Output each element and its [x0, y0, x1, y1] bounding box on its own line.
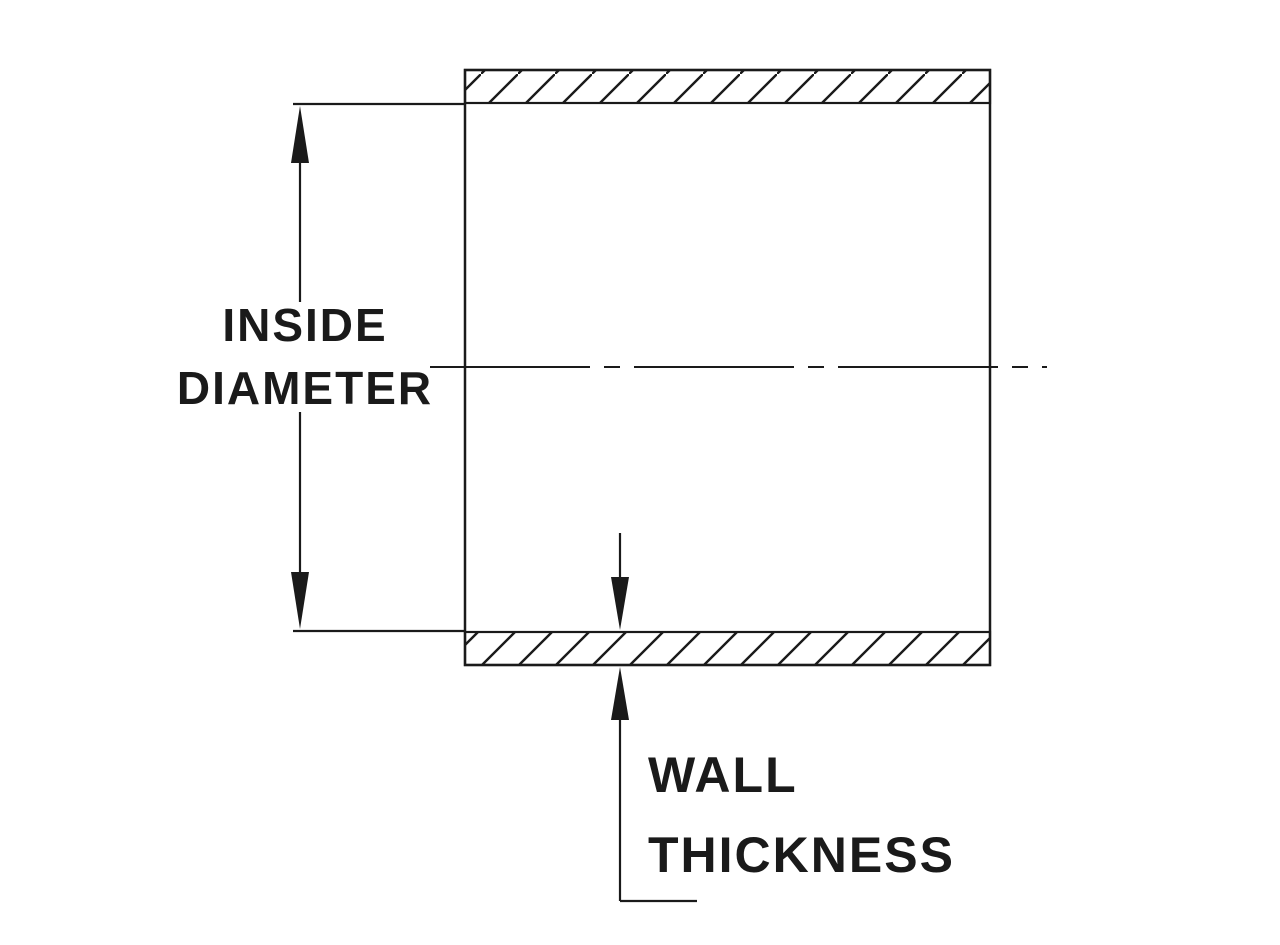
inside-diameter-dimension [291, 102, 465, 633]
arrowhead-down-icon [291, 572, 309, 629]
wall-thickness-label-line1: WALL [648, 747, 798, 803]
inside-diameter-label-line1: INSIDE [222, 299, 387, 351]
arrowhead-up-icon [291, 106, 309, 163]
arrowhead-up-icon [611, 667, 629, 720]
bottom-wall-hatch [463, 630, 992, 667]
inside-diameter-label-line2: DIAMETER [177, 362, 433, 414]
wall-thickness-dimension [611, 533, 697, 903]
wall-thickness-label-line2: THICKNESS [648, 827, 955, 883]
arrowhead-down-icon [611, 577, 629, 630]
top-wall-hatch [463, 68, 992, 105]
